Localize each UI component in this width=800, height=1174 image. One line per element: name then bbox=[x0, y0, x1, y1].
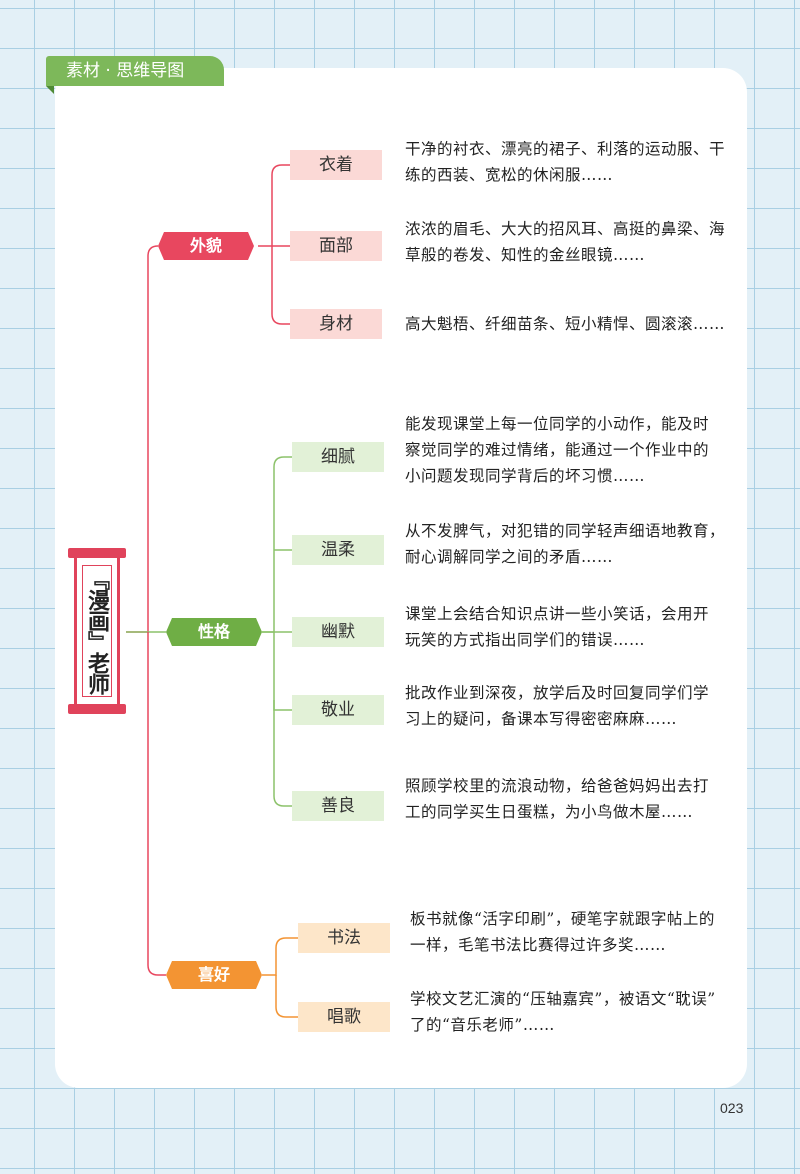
desc-clothing: 干净的衬衣、漂亮的裙子、利落的运动服、干 练的西装、宽松的休闲服…… bbox=[405, 136, 725, 188]
connector-personality-kind bbox=[273, 700, 292, 807]
node-face: 面部 bbox=[290, 231, 382, 261]
desc-face: 浓浓的眉毛、大大的招风耳、高挺的鼻梁、海 草般的卷发、知性的金丝眼镜…… bbox=[405, 216, 725, 268]
node-singing: 唱歌 bbox=[298, 1002, 390, 1032]
node-kind: 善良 bbox=[292, 791, 384, 821]
connector-personality-dedicated bbox=[273, 632, 292, 711]
node-calligraphy: 书法 bbox=[298, 923, 390, 953]
desc-clothing-line-2: 练的西装、宽松的休闲服…… bbox=[405, 166, 614, 184]
root-cap-top bbox=[68, 548, 126, 558]
desc-singing-line-1: 学校文艺汇演的“压轴嘉宾”，被语文“耽误” bbox=[410, 990, 716, 1008]
page-number: 023 bbox=[720, 1100, 744, 1116]
root-frame: 『漫画』老师 bbox=[74, 558, 120, 704]
desc-clothing-line-1: 干净的衬衣、漂亮的裙子、利落的运动服、干 bbox=[405, 140, 726, 158]
desc-gentle: 从不发脾气，对犯错的同学轻声细语地教育， 耐心调解同学之间的矛盾…… bbox=[405, 518, 725, 570]
root-node: 『漫画』老师 bbox=[68, 548, 126, 714]
node-delicate: 细腻 bbox=[292, 442, 384, 472]
desc-delicate: 能发现课堂上每一位同学的小动作，能及时 察觉同学的难过情绪，能通过一个作业中的 … bbox=[405, 411, 709, 489]
connector-hobby-calligraphy bbox=[262, 937, 298, 976]
connector-appearance-clothing bbox=[258, 164, 290, 247]
node-body: 身材 bbox=[290, 309, 382, 339]
desc-body: 高大魁梧、纤细苗条、短小精悍、圆滚滚…… bbox=[405, 311, 725, 337]
connector-hobby-singing bbox=[275, 975, 298, 1018]
connector-root-appearance bbox=[126, 245, 159, 633]
desc-calligraphy-line-2: 一样，毛笔书法比赛得过许多奖…… bbox=[410, 936, 667, 954]
desc-kind: 照顾学校里的流浪动物，给爸爸妈妈出去打 工的同学买生日蛋糕，为小鸟做木屋…… bbox=[405, 773, 709, 825]
connector-personality-delicate bbox=[262, 456, 292, 633]
desc-delicate-line-3: 小问题发现同学背后的坏习惯…… bbox=[405, 467, 646, 485]
desc-humorous-line-2: 玩笑的方式指出同学们的错误…… bbox=[405, 631, 646, 649]
desc-calligraphy: 板书就像“活字印刷”，硬笔字就跟字帖上的 一样，毛笔书法比赛得过许多奖…… bbox=[410, 906, 715, 958]
node-humorous: 幽默 bbox=[292, 617, 384, 647]
desc-gentle-line-2: 耐心调解同学之间的矛盾…… bbox=[405, 548, 614, 566]
desc-delicate-line-2: 察觉同学的难过情绪，能通过一个作业中的 bbox=[405, 441, 710, 459]
category-personality: 性格 bbox=[166, 618, 262, 646]
desc-kind-line-1: 照顾学校里的流浪动物，给爸爸妈妈出去打 bbox=[405, 777, 710, 795]
desc-dedicated-line-2: 习上的疑问，备课本写得密密麻麻…… bbox=[405, 710, 678, 728]
desc-face-line-2: 草般的卷发、知性的金丝眼镜…… bbox=[405, 246, 646, 264]
desc-gentle-line-1: 从不发脾气，对犯错的同学轻声细语地教育， bbox=[405, 522, 726, 540]
desc-dedicated-line-1: 批改作业到深夜，放学后及时回复同学们学 bbox=[405, 684, 710, 702]
desc-dedicated: 批改作业到深夜，放学后及时回复同学们学 习上的疑问，备课本写得密密麻麻…… bbox=[405, 680, 709, 732]
node-gentle: 温柔 bbox=[292, 535, 384, 565]
desc-kind-line-2: 工的同学买生日蛋糕，为小鸟做木屋…… bbox=[405, 803, 694, 821]
connector-appearance-body bbox=[271, 246, 290, 325]
node-dedicated: 敬业 bbox=[292, 695, 384, 725]
section-label: 素材 · 思维导图 bbox=[46, 56, 224, 94]
desc-face-line-1: 浓浓的眉毛、大大的招风耳、高挺的鼻梁、海 bbox=[405, 220, 726, 238]
root-label: 『漫画』老师 bbox=[82, 565, 112, 697]
category-appearance: 外貌 bbox=[158, 232, 254, 260]
desc-singing-line-2: 了的“音乐老师”…… bbox=[410, 1016, 555, 1034]
desc-body-line-1: 高大魁梧、纤细苗条、短小精悍、圆滚滚…… bbox=[405, 315, 726, 333]
desc-delicate-line-1: 能发现课堂上每一位同学的小动作，能及时 bbox=[405, 415, 710, 433]
desc-singing: 学校文艺汇演的“压轴嘉宾”，被语文“耽误” 了的“音乐老师”…… bbox=[410, 986, 716, 1038]
category-hobby: 喜好 bbox=[166, 961, 262, 989]
desc-humorous-line-1: 课堂上会结合知识点讲一些小笑话，会用开 bbox=[405, 605, 710, 623]
connector-root-hobby bbox=[147, 632, 166, 976]
root-cap-bottom bbox=[68, 704, 126, 714]
node-clothing: 衣着 bbox=[290, 150, 382, 180]
desc-humorous: 课堂上会结合知识点讲一些小笑话，会用开 玩笑的方式指出同学们的错误…… bbox=[405, 601, 709, 653]
desc-calligraphy-line-1: 板书就像“活字印刷”，硬笔字就跟字帖上的 bbox=[410, 910, 715, 928]
